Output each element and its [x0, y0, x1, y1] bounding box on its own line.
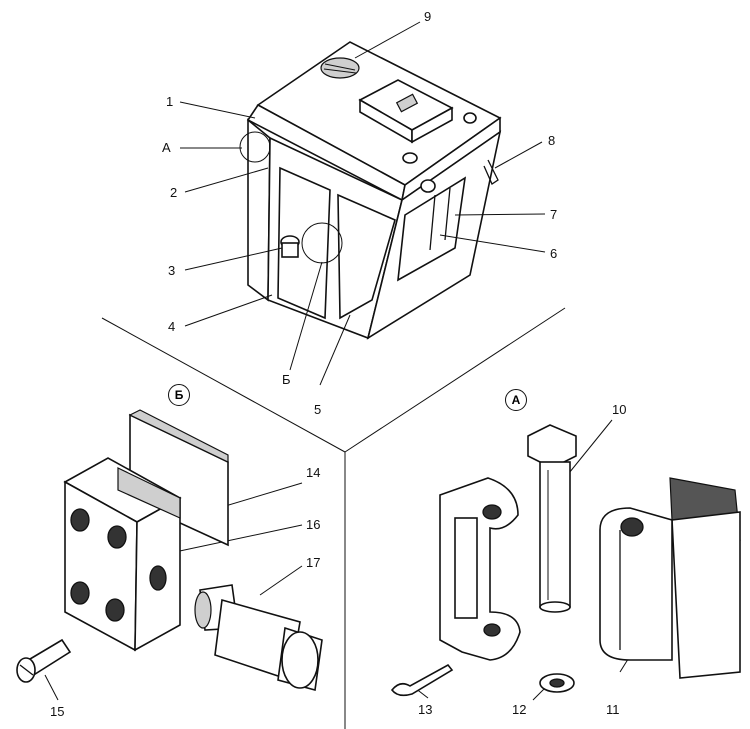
- view-b-circle-marker: Б: [168, 384, 190, 406]
- callout-16: 16: [306, 517, 321, 532]
- view-b-pointer: Б: [282, 372, 291, 387]
- view-a-circle-marker: А: [505, 389, 527, 411]
- callout-9: 9: [424, 9, 432, 24]
- callout-10: 10: [612, 402, 627, 417]
- housing-assembly: [239, 41, 502, 340]
- panel-dividers: [101, 307, 566, 729]
- callout-13: 13: [418, 702, 433, 717]
- callout-8: 8: [548, 133, 556, 148]
- callout-6: 6: [550, 246, 558, 261]
- leader-lines: [44, 21, 641, 701]
- detail-b-parts: [16, 409, 323, 692]
- callout-5: 5: [314, 402, 322, 417]
- callout-3: 3: [168, 263, 176, 278]
- callout-7: 7: [550, 207, 558, 222]
- callout-15: 15: [50, 704, 65, 719]
- detail-a-parts: [390, 424, 741, 697]
- callout-4: 4: [168, 319, 176, 334]
- callout-14: 14: [306, 465, 321, 480]
- callout-1: 1: [166, 94, 174, 109]
- callout-2: 2: [170, 185, 178, 200]
- callout-11: 11: [606, 702, 620, 717]
- callout-17: 17: [306, 555, 321, 570]
- callout-12: 12: [512, 702, 527, 717]
- view-a-pointer: А: [162, 140, 171, 155]
